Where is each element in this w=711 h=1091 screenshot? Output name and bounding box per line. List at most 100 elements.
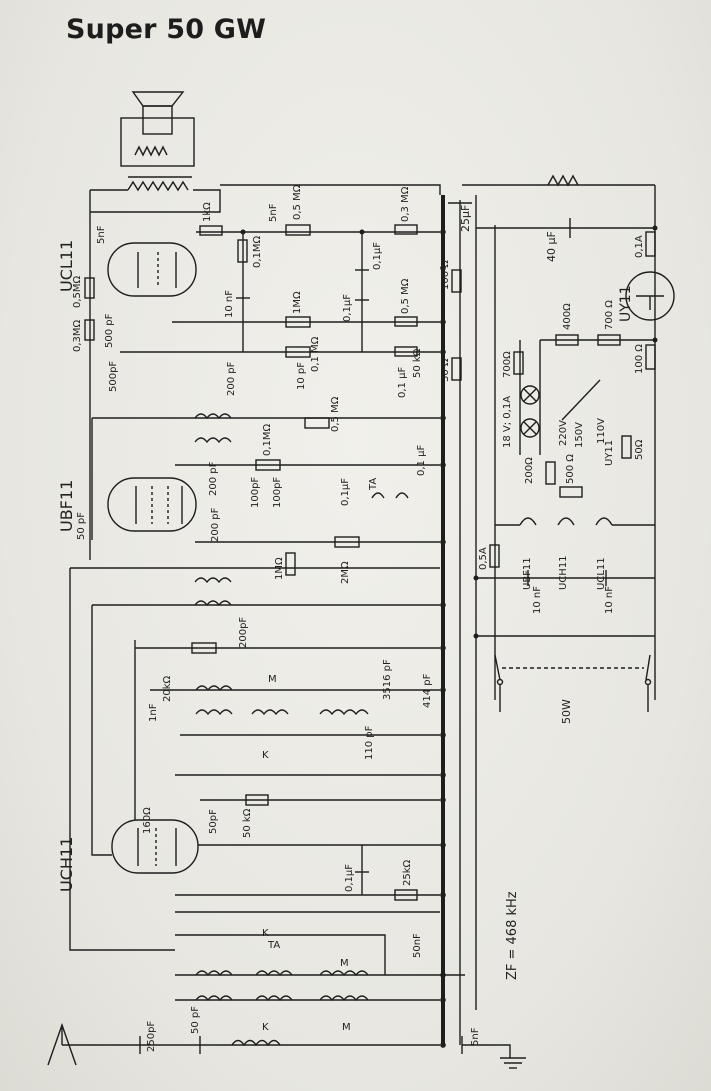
svg-text:0,1MΩ: 0,1MΩ <box>252 235 263 268</box>
svg-text:0,1 μF: 0,1 μF <box>416 445 427 476</box>
resistor-03m-out <box>84 319 95 341</box>
osc-coil-2-icon <box>195 709 233 716</box>
resistor-700-ps <box>513 351 524 375</box>
resistor-03m <box>394 224 418 235</box>
pilot-lamp-2-icon <box>520 418 540 438</box>
svg-text:18 V; 0,1A: 18 V; 0,1A <box>502 396 513 448</box>
svg-text:50 kΩ: 50 kΩ <box>242 808 253 838</box>
svg-text:150V: 150V <box>574 422 585 448</box>
svg-text:K: K <box>262 1022 269 1033</box>
svg-text:UY11: UY11 <box>604 440 615 466</box>
fuse-rect <box>645 231 656 257</box>
svg-text:3516 pF: 3516 pF <box>382 659 393 700</box>
speaker-frame <box>120 117 195 167</box>
svg-text:50 kΩ: 50 kΩ <box>412 348 423 378</box>
svg-text:TA: TA <box>267 940 280 951</box>
hum-choke-icon <box>547 174 579 187</box>
svg-text:500 Ω: 500 Ω <box>565 454 576 484</box>
detector-pot[interactable] <box>304 417 330 429</box>
svg-text:0,5 MΩ: 0,5 MΩ <box>400 278 411 314</box>
svg-text:0,3MΩ: 0,3MΩ <box>72 319 83 352</box>
svg-text:500 pF: 500 pF <box>104 313 115 348</box>
svg-text:500pF: 500pF <box>108 361 119 392</box>
resistor-200-ps <box>545 461 556 485</box>
resistor-1m-a <box>285 316 311 328</box>
ubf11-tube-icon <box>107 477 197 532</box>
output-transformer-icon <box>127 180 189 192</box>
svg-text:50Ω: 50Ω <box>634 439 645 460</box>
mains-switch[interactable] <box>494 654 652 686</box>
svg-text:5nF: 5nF <box>470 1027 481 1046</box>
ground-icon <box>500 1057 526 1069</box>
ucl11-tube-icon <box>107 242 197 297</box>
resistor-700 <box>597 334 621 346</box>
svg-text:100 Ω: 100 Ω <box>440 260 451 290</box>
svg-text:100 Ω: 100 Ω <box>634 344 645 374</box>
svg-text:0,5MΩ: 0,5MΩ <box>72 275 83 308</box>
volume-pot[interactable] <box>285 224 311 236</box>
svg-text:400Ω: 400Ω <box>562 303 573 330</box>
svg-text:M: M <box>342 1022 351 1033</box>
antenna-coil-icon <box>231 1039 281 1047</box>
svg-text:0,3 MΩ: 0,3 MΩ <box>400 186 411 222</box>
resistor-2m <box>334 536 360 548</box>
ant-coil-1-icon <box>195 970 233 977</box>
svg-text:200Ω: 200Ω <box>524 457 535 484</box>
uch11-label: UCH11 <box>57 837 76 892</box>
svg-text:10 pF: 10 pF <box>296 362 307 390</box>
resistor-50k-b <box>245 794 269 806</box>
svg-text:50 pF: 50 pF <box>76 512 87 540</box>
resistor-01m <box>237 239 248 263</box>
resistor-50-ps <box>621 435 632 459</box>
resistor-01m-b <box>285 346 311 358</box>
svg-text:0,1 MΩ: 0,1 MΩ <box>310 336 321 372</box>
svg-text:0,1μF: 0,1μF <box>372 242 383 270</box>
svg-text:110V: 110V <box>596 418 607 444</box>
speaker-icon <box>131 91 185 135</box>
resistor-500-ps <box>559 486 583 498</box>
ubf11-label: UBF11 <box>57 480 76 532</box>
svg-text:250pF: 250pF <box>146 1021 157 1052</box>
resistor-05m-out <box>84 277 95 299</box>
svg-text:700Ω: 700Ω <box>502 351 513 378</box>
junction-dots <box>240 225 658 1048</box>
svg-text:25kΩ: 25kΩ <box>402 859 413 886</box>
svg-text:414 pF: 414 pF <box>422 673 433 708</box>
svg-text:5nF: 5nF <box>268 203 279 222</box>
svg-text:UCH11: UCH11 <box>558 555 569 590</box>
fuse-main <box>489 544 500 568</box>
svg-text:200 pF: 200 pF <box>226 361 237 396</box>
svg-text:1MΩ: 1MΩ <box>292 291 303 314</box>
svg-text:30 Ω: 30 Ω <box>440 358 451 382</box>
svg-text:100pF: 100pF <box>272 477 283 508</box>
resistor-1k <box>199 225 223 236</box>
svg-text:UCL11: UCL11 <box>596 557 607 590</box>
svg-text:20kΩ: 20kΩ <box>162 675 173 702</box>
resistor-50k <box>394 346 418 357</box>
page-title: Super 50 GW <box>66 14 267 45</box>
if-coil-1-icon <box>194 413 232 420</box>
svg-text:0,1MΩ: 0,1MΩ <box>262 423 273 456</box>
svg-text:10 nF: 10 nF <box>224 290 235 318</box>
svg-text:M: M <box>268 674 277 685</box>
svg-text:110 pF: 110 pF <box>364 725 375 760</box>
svg-text:5nF: 5nF <box>96 225 107 244</box>
svg-text:K: K <box>262 928 269 939</box>
voltage-selector-switch[interactable] <box>561 379 601 421</box>
resistor-400 <box>555 334 579 346</box>
resistor-1m-b <box>285 552 296 576</box>
osc-coil-3-icon <box>251 709 289 716</box>
svg-text:50nF: 50nF <box>412 933 423 958</box>
pickup-jack-icon[interactable] <box>371 492 409 499</box>
svg-text:700 Ω: 700 Ω <box>604 300 615 330</box>
power-rating-label: 50W <box>560 699 573 724</box>
uy11-label: UY11 <box>618 285 634 322</box>
ant-coil-5-icon <box>255 995 293 1002</box>
svg-text:0,1μF: 0,1μF <box>340 478 351 506</box>
svg-text:0,5A: 0,5A <box>478 547 489 570</box>
svg-text:200 pF: 200 pF <box>208 461 219 496</box>
resistor-25k <box>394 889 418 901</box>
resistor-30 <box>451 357 462 381</box>
